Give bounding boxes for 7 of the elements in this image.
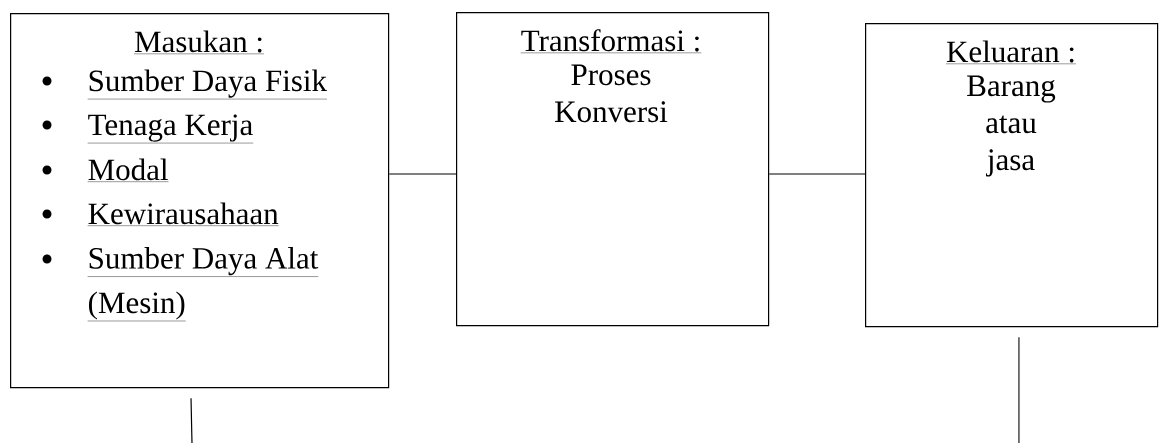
process-box: Keluaran : Barang atau jasa — [865, 23, 1159, 328]
connector-line — [768, 173, 866, 175]
process-box: Masukan : Sumber Daya Fisik Tenaga Kerja Modal Kewirausahaan Sumber Daya Alat (Mesin) — [10, 13, 390, 389]
process-box: Transformasi : Proses Konversi — [456, 12, 770, 327]
connector-line — [388, 173, 457, 175]
connector-line — [190, 397, 193, 443]
connector-line — [1018, 336, 1020, 443]
